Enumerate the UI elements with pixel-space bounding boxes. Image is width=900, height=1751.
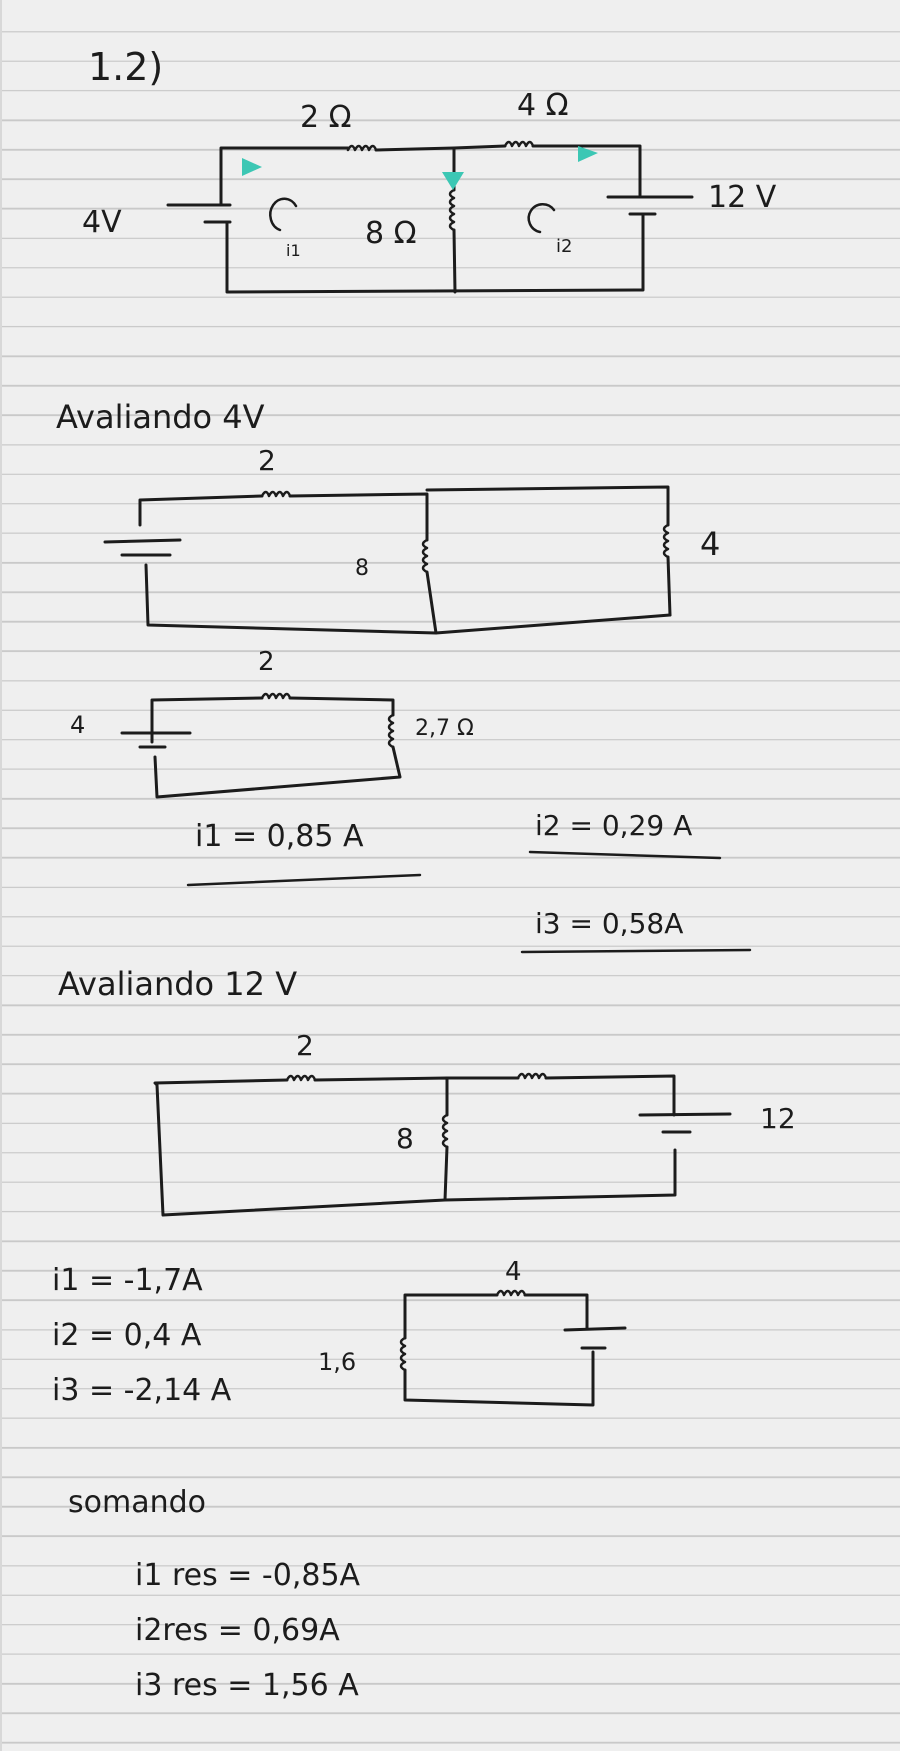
label-eq-r-parallel: 2,7 Ω bbox=[415, 716, 474, 741]
result-4v-i3: i3 = 0,58A bbox=[535, 907, 683, 940]
label-eq12-r-parallel: 1,6 bbox=[318, 1348, 356, 1376]
label-source-left: 4V bbox=[82, 205, 122, 240]
current-arrow-icon bbox=[578, 146, 598, 162]
label-r-left: 2 Ω bbox=[300, 100, 352, 135]
label-r-right: 4 Ω bbox=[517, 88, 569, 123]
problem-label: 1.2) bbox=[88, 45, 163, 89]
result-i2-res: i2res = 0,69A bbox=[135, 1613, 340, 1648]
heading-sum: somando bbox=[68, 1485, 206, 1520]
page-edge bbox=[0, 0, 2, 1751]
label-4v-r-series: 2 bbox=[258, 444, 276, 477]
result-12v-i1: i1 = -1,7A bbox=[52, 1263, 203, 1298]
label-12v-r-left: 2 bbox=[296, 1029, 314, 1062]
label-4v-r-right: 4 bbox=[700, 525, 720, 563]
circuit-4v: 2 8 4 bbox=[103, 444, 720, 635]
current-arrow-icon bbox=[442, 172, 464, 190]
circuit-12v: 2 8 12 bbox=[153, 1029, 796, 1217]
result-4v-i1: i1 = 0,85 A bbox=[195, 819, 364, 854]
underline bbox=[186, 873, 422, 887]
label-12v-r-middle: 8 bbox=[396, 1122, 414, 1155]
underline bbox=[520, 948, 752, 954]
result-4v-i2: i2 = 0,29 A bbox=[535, 809, 692, 842]
label-loop-left: i1 bbox=[286, 241, 301, 260]
equivalent-circuit-12v: 4 1,6 bbox=[318, 1257, 627, 1407]
original-circuit: 2 Ω 4 Ω 8 Ω 4V 12 V i1 i2 bbox=[82, 88, 777, 294]
label-eq12-r-series: 4 bbox=[505, 1257, 522, 1287]
resistor-4ohm-symbol bbox=[503, 140, 535, 148]
label-source-right: 12 V bbox=[708, 180, 777, 215]
result-12v-i3: i3 = -2,14 A bbox=[52, 1373, 232, 1408]
loop-arrow-icon bbox=[269, 197, 298, 232]
heading-12v: Avaliando 12 V bbox=[58, 965, 297, 1003]
resistor-8ohm-symbol bbox=[448, 188, 456, 232]
heading-4v: Avaliando 4V bbox=[56, 398, 265, 436]
underline bbox=[528, 850, 722, 860]
label-r-middle: 8 Ω bbox=[365, 216, 417, 251]
resistor-2ohm-symbol bbox=[346, 144, 378, 152]
label-loop-right: i2 bbox=[556, 236, 572, 257]
result-12v-i2: i2 = 0,4 A bbox=[52, 1318, 202, 1353]
current-arrow-icon bbox=[242, 158, 262, 176]
loop-arrow-icon bbox=[527, 203, 556, 234]
label-12v-source: 12 bbox=[760, 1102, 796, 1135]
result-i1-res: i1 res = -0,85A bbox=[135, 1558, 361, 1593]
label-4v-r-middle: 8 bbox=[355, 556, 369, 581]
label-eq-source: 4 bbox=[70, 711, 85, 739]
label-eq-r-series: 2 bbox=[258, 647, 275, 677]
result-i3-res: i3 res = 1,56 A bbox=[135, 1668, 359, 1703]
equivalent-circuit-4v: 2 4 2,7 Ω bbox=[70, 647, 474, 799]
